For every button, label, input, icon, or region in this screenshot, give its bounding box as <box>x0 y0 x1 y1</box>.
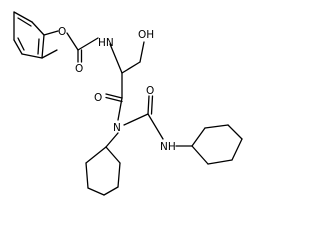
bond-ring-b-3 <box>103 186 119 196</box>
atom-o-carbamate-carbonyl: O <box>75 63 83 75</box>
bond-amide-co-1 <box>105 93 123 99</box>
bond-ring-a-inner-3 <box>17 37 25 51</box>
bond-urea-co-1 <box>147 95 150 115</box>
bond-ring-a-3 <box>41 34 45 59</box>
bond-ring-b-5 <box>85 162 89 189</box>
atom-o-amide: O <box>94 92 102 104</box>
atom-nh-urea: NH <box>160 141 176 153</box>
bond-ring-c-2 <box>204 124 229 129</box>
atom-oh-hydroxyl: OH <box>138 29 154 41</box>
bond-carbonyl-nh <box>77 37 99 51</box>
bond-ring-c-4 <box>231 138 243 161</box>
atom-o-carbamate-ester: O <box>58 26 66 38</box>
atom-o-urea: O <box>146 85 154 97</box>
bond-ch2-o <box>43 30 59 36</box>
bond-ring-a-inner-2 <box>37 38 40 55</box>
bond-ring-c-1 <box>191 127 206 147</box>
bond-alpha-ch2 <box>121 61 141 74</box>
bond-ring-b-4 <box>87 187 105 196</box>
bond-urea-co-2 <box>150 95 154 115</box>
bond-ring-b-6 <box>85 146 107 164</box>
bond-amide-c-n <box>117 97 123 121</box>
bond-o-carbonyl-c <box>66 32 79 51</box>
bond-ring-a-inner-1 <box>17 17 32 27</box>
bond-ring-a-1 <box>13 11 33 23</box>
bond-n-cyclohexyl <box>105 132 119 148</box>
bond-ring-b-1 <box>105 146 121 164</box>
bonds <box>13 11 243 196</box>
bond-ring-c-6 <box>191 145 209 165</box>
bond-benzyl-ch2 <box>41 49 58 59</box>
chemical-structure: HN O O OH O N O NH <box>13 11 243 196</box>
atom-labels: HN O O OH O N O NH <box>58 26 176 153</box>
bond-ring-c-5 <box>207 159 233 165</box>
bond-ch2-oh <box>139 41 145 63</box>
bond-ring-b-2 <box>117 162 121 188</box>
bond-amide-co-2 <box>105 96 123 103</box>
bond-nh-alpha <box>109 43 123 74</box>
atom-n-imide: N <box>113 122 121 134</box>
bond-ring-a-4 <box>21 53 43 59</box>
bond-ring-c-3 <box>227 124 243 140</box>
bond-ring-a-5 <box>13 39 23 55</box>
atom-nh-carbamate: HN <box>98 37 114 49</box>
bond-ring-a-2 <box>31 21 45 36</box>
bond-n-urea-c <box>123 113 149 126</box>
bond-urea-c-nh <box>147 113 164 140</box>
